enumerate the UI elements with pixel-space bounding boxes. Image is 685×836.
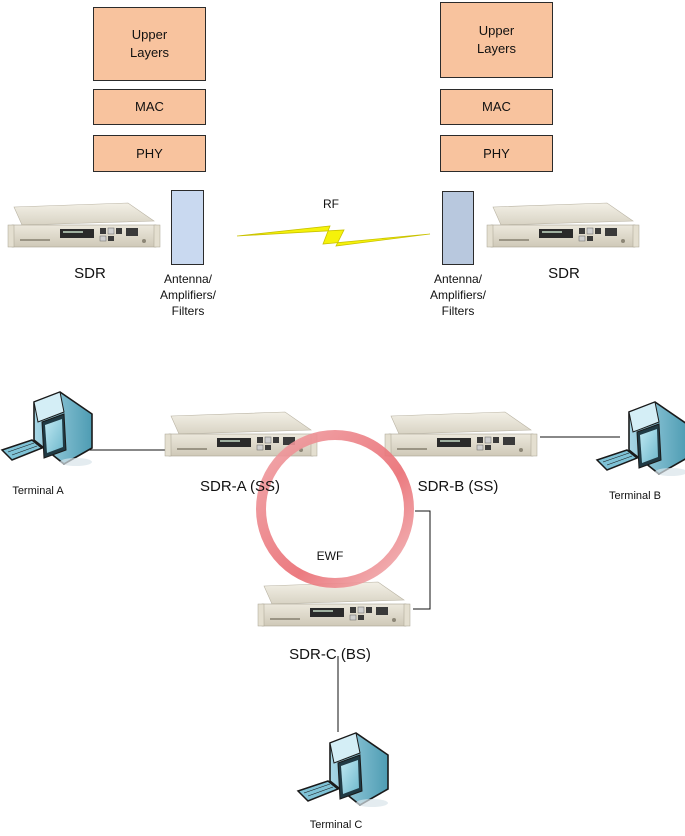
rf-label: RF [323,197,339,211]
sdr-b-rack [384,411,538,457]
terminal-a-computer-icon [1,391,93,467]
terminal-b-label: Terminal B [609,490,661,502]
sdr-rack-right [486,202,640,248]
sdr-a-label: SDR-A (SS) [199,478,280,495]
antenna-label-right: Antenna/ Amplifiers/ Filters [429,272,486,319]
antenna-block-right [442,191,474,265]
link-sdr-b-sdr-c [413,510,431,610]
terminal-a-label: Terminal A [12,485,64,497]
upper-layers-box-right: Upper Layers [440,2,553,78]
sdr-c-rack [257,581,411,627]
terminal-c-label: Terminal C [309,819,363,831]
sdr-b-label: SDR-B (SS) [417,478,499,495]
terminal-c-computer-icon [297,732,389,808]
rf-lightning-bolt [236,225,431,247]
antenna-block-left [171,190,204,265]
ewf-ring [256,430,414,588]
ewf-label: EWF [316,549,344,563]
antenna-label-left: Antenna/ Amplifiers/ Filters [159,272,216,319]
upper-layers-box-left: Upper Layers [93,7,206,81]
sdr-label-right: SDR [548,265,580,282]
phy-box-right: PHY [440,135,553,172]
mac-box-left: MAC [93,89,206,125]
mac-box-right: MAC [440,89,553,125]
sdr-c-label: SDR-C (BS) [289,646,371,663]
phy-box-left: PHY [93,135,206,172]
sdr-label-left: SDR [74,265,106,282]
terminal-b-computer-icon [596,401,685,477]
sdr-rack-left [7,202,161,248]
